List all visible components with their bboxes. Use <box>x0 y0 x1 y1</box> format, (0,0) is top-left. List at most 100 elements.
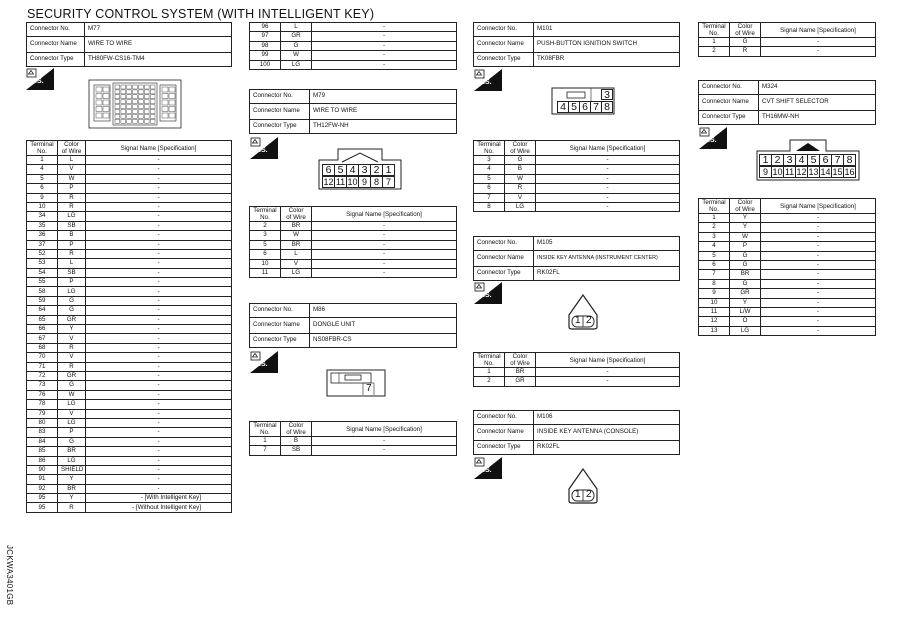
m77-signal: - <box>85 483 232 495</box>
m77-cont-color: G <box>280 40 312 52</box>
m101-color: R <box>504 183 536 194</box>
m77-color: G <box>57 380 86 391</box>
m86-color: B <box>280 435 312 447</box>
m86-name: DONGLE UNIT <box>309 317 457 334</box>
m77-terminal: 52 <box>26 248 58 260</box>
m101-pin: 6 <box>579 101 591 113</box>
m77-signal: - <box>85 342 232 354</box>
m324-color: LG <box>729 325 761 337</box>
m79-terminal: 5 <box>249 239 281 251</box>
m324-color: W <box>729 231 761 243</box>
m77-color: GR <box>57 370 86 382</box>
m324-terminal: 5 <box>698 250 730 261</box>
m77-signal: - <box>85 286 232 297</box>
m77-signal: - <box>85 211 232 222</box>
m77-signal: - <box>85 446 232 457</box>
m324-color: Y <box>729 297 761 308</box>
m77-cont-terminal: 98 <box>249 40 281 52</box>
m77-signal: - <box>85 154 232 166</box>
m101-terminal: 7 <box>473 192 505 203</box>
m324-terminal: 13 <box>698 325 730 337</box>
m77-signal: - <box>85 436 232 448</box>
m101-terminal: 3 <box>473 154 505 166</box>
m324-no: M324 <box>758 80 876 95</box>
m77-terminal: 92 <box>26 483 58 495</box>
m79-signal: - <box>311 230 457 241</box>
m77-terminal: 34 <box>26 211 58 222</box>
m77-signal: - <box>85 408 232 419</box>
m324-color: L/W <box>729 306 761 318</box>
m77-terminal: 80 <box>26 417 58 429</box>
m86-color: SB <box>280 445 312 456</box>
m79-color: V <box>280 258 312 269</box>
m324-signal: - <box>760 212 876 224</box>
m324-signal: - <box>760 241 876 252</box>
top-right-terminal: 1 <box>698 36 730 48</box>
m101-signal: - <box>535 192 680 203</box>
m324-signal: - <box>760 288 876 299</box>
m77-terminal: 72 <box>26 370 58 382</box>
m106-pin-1: 1 <box>575 489 581 500</box>
m77-color: SHIELD <box>57 464 86 476</box>
m77-terminal: 76 <box>26 389 58 401</box>
m79-signal: - <box>311 239 457 251</box>
m77-terminal: 64 <box>26 305 58 316</box>
m324-color: G <box>729 250 761 261</box>
m77-signal: - <box>85 399 232 410</box>
m324-type: TH16MW-NH <box>758 110 876 125</box>
m77-cont-color: L <box>280 21 312 33</box>
m324-color: G <box>729 278 761 290</box>
m77-connector-diagram <box>88 79 182 129</box>
m77-cont-signal: - <box>311 31 457 42</box>
m77-cont-color: W <box>280 50 312 61</box>
m77-color: V <box>57 333 86 344</box>
m79-type: TH12FW-NH <box>309 119 457 134</box>
m77-signal: - <box>85 370 232 382</box>
m77-terminal: 4 <box>26 164 58 175</box>
m77-signal: - <box>85 164 232 175</box>
m105-signal: - <box>535 366 680 378</box>
m324-signal: - <box>760 306 876 318</box>
hs-icon: H.S. <box>699 127 727 149</box>
m77-terminal: 78 <box>26 399 58 410</box>
m77-terminal: 90 <box>26 464 58 476</box>
m77-cont-signal: - <box>311 21 457 33</box>
m77-color: LG <box>57 286 86 297</box>
m324-pin: 14 <box>819 166 832 178</box>
m324-signal: - <box>760 325 876 337</box>
m106-pin-2: 2 <box>586 489 592 500</box>
m101-terminal: 5 <box>473 173 505 185</box>
m77-signal: - <box>85 248 232 260</box>
m101-pin: 8 <box>601 101 613 113</box>
hs-icon: H.S. <box>474 457 502 479</box>
m77-signal: - <box>85 295 232 307</box>
